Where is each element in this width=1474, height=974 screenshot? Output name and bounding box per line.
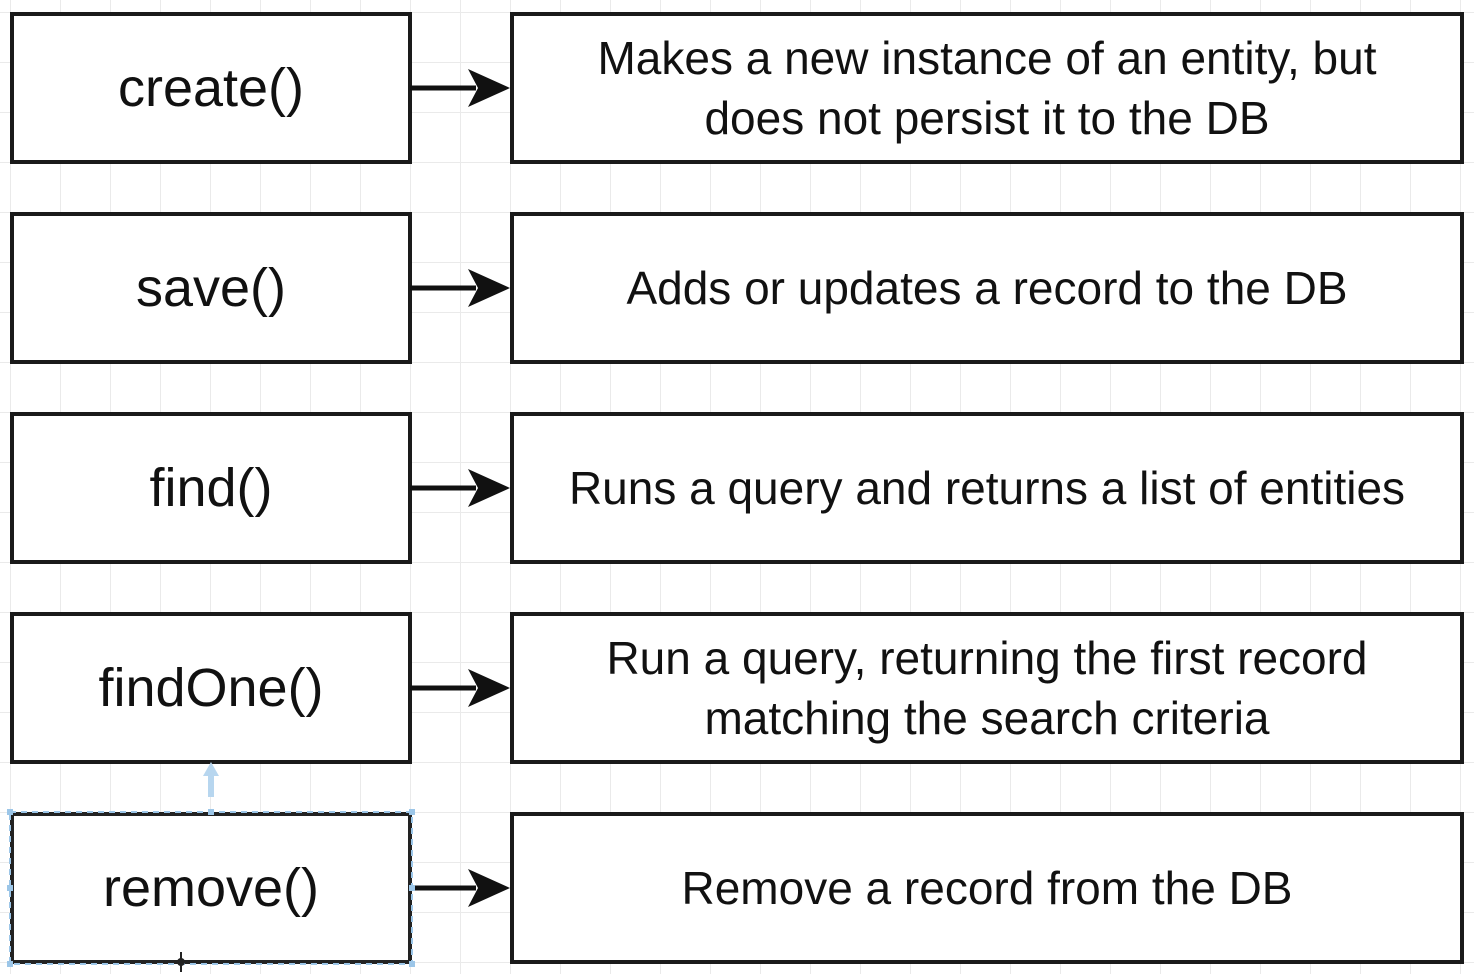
description-box-save[interactable]: Adds or updates a record to the DB: [510, 212, 1464, 364]
arrow-right-icon[interactable]: [410, 863, 514, 913]
description-line: Adds or updates a record to the DB: [626, 262, 1348, 314]
description-box-findone[interactable]: Run a query, returning the first record …: [510, 612, 1464, 764]
method-label: create(): [117, 58, 305, 118]
description-text: Run a query, returning the first record …: [606, 628, 1367, 748]
method-box-find[interactable]: find(): [10, 412, 412, 564]
description-box-find[interactable]: Runs a query and returns a list of entit…: [510, 412, 1464, 564]
method-label: find(): [149, 458, 273, 518]
row-remove: remove() Remove a record from the DB: [0, 812, 1474, 964]
arrow-right-icon[interactable]: [410, 263, 514, 313]
description-text: Makes a new instance of an entity, but d…: [597, 28, 1376, 148]
description-line: Runs a query and returns a list of entit…: [568, 462, 1406, 514]
row-save: save() Adds or updates a record to the D…: [0, 212, 1474, 364]
arrow-right-icon[interactable]: [410, 663, 514, 713]
description-box-remove[interactable]: Remove a record from the DB: [510, 812, 1464, 964]
method-box-findone[interactable]: findOne(): [10, 612, 412, 764]
connection-hint-icon: [203, 762, 219, 797]
description-line: does not persist it to the DB: [704, 92, 1270, 144]
description-line: matching the search criteria: [704, 692, 1270, 744]
arrow-right-icon[interactable]: [410, 463, 514, 513]
description-line: Remove a record from the DB: [681, 862, 1293, 914]
method-label: findOne(): [98, 658, 324, 718]
row-find: find() Runs a query and returns a list o…: [0, 412, 1474, 564]
method-label: remove(): [102, 858, 320, 918]
description-line: Run a query, returning the first record: [606, 632, 1368, 684]
method-box-save[interactable]: save(): [10, 212, 412, 364]
description-line: Makes a new instance of an entity, but: [597, 32, 1377, 84]
method-box-remove[interactable]: remove(): [10, 812, 412, 964]
row-findone: findOne() Run a query, returning the fir…: [0, 612, 1474, 764]
description-box-create[interactable]: Makes a new instance of an entity, but d…: [510, 12, 1464, 164]
arrow-right-icon[interactable]: [410, 63, 514, 113]
method-label: save(): [135, 258, 287, 318]
row-create: create() Makes a new instance of an enti…: [0, 12, 1474, 164]
method-box-create[interactable]: create(): [10, 12, 412, 164]
